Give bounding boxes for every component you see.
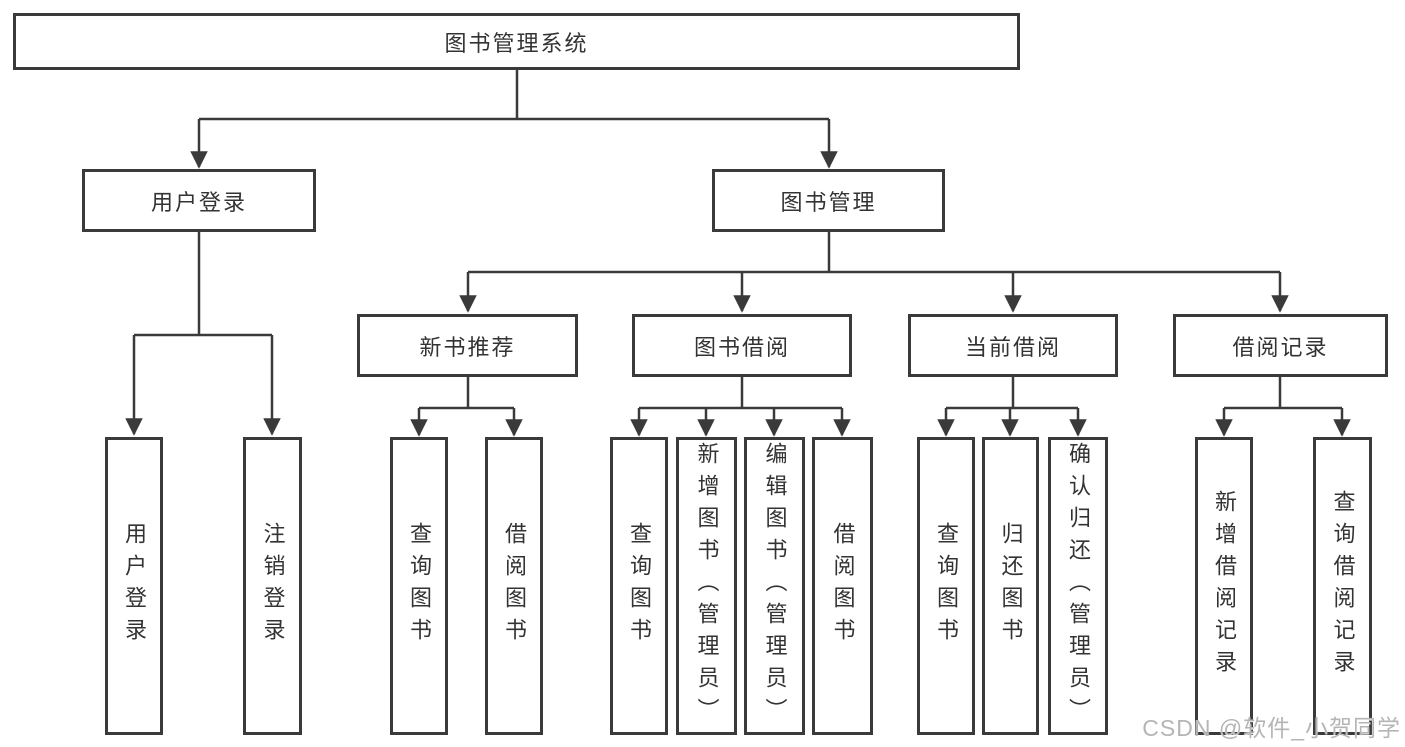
node-leaf-bb-edit-books: 编辑图书（管理员） xyxy=(744,437,805,735)
node-leaf-br-query-record: 查询借阅记录 xyxy=(1313,437,1372,735)
node-new-book-rec: 新书推荐 xyxy=(357,314,578,377)
node-book-mgmt: 图书管理 xyxy=(712,169,945,232)
node-leaf-cb-query-books: 查询图书 xyxy=(917,437,975,735)
node-leaf-rec-query-books: 查询图书 xyxy=(390,437,448,735)
watermark-text: CSDN @软件_小贺同学 xyxy=(1142,715,1401,741)
node-leaf-cb-return-books: 归还图书 xyxy=(982,437,1039,735)
node-leaf-user-login: 用户登录 xyxy=(105,437,163,735)
node-leaf-logout: 注销登录 xyxy=(243,437,302,735)
node-leaf-cb-confirm-return: 确认归还（管理员） xyxy=(1048,437,1108,735)
node-leaf-br-add-record: 新增借阅记录 xyxy=(1195,437,1253,735)
node-leaf-bb-query-books: 查询图书 xyxy=(610,437,668,735)
node-root: 图书管理系统 xyxy=(13,13,1020,70)
node-leaf-rec-borrow-books: 借阅图书 xyxy=(485,437,543,735)
node-current-borrow: 当前借阅 xyxy=(908,314,1118,377)
node-leaf-bb-borrow-books: 借阅图书 xyxy=(812,437,873,735)
node-borrow-records: 借阅记录 xyxy=(1173,314,1388,377)
node-book-borrow: 图书借阅 xyxy=(632,314,852,377)
node-user-login: 用户登录 xyxy=(82,169,316,232)
node-leaf-bb-add-books: 新增图书（管理员） xyxy=(676,437,737,735)
